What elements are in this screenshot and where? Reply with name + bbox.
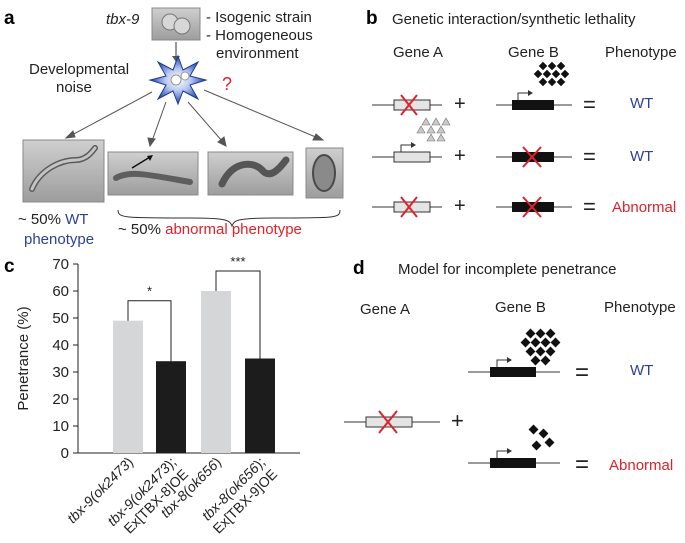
panel-d-gene-b: Gene B (495, 299, 546, 316)
panel-c-label: c (4, 256, 15, 277)
wt-phenotype: phenotype (24, 231, 94, 248)
protein-cluster-small-icon (528, 424, 555, 451)
plus-sign: + (454, 145, 466, 167)
y-tick-label: 50 (52, 310, 69, 327)
panel-b-label: b (366, 8, 378, 29)
pointer-arrow (131, 156, 151, 169)
worm-wt-highlight (30, 146, 97, 191)
panel-d-phenotype: Phenotype (604, 299, 676, 316)
y-tick-label: 0 (61, 445, 69, 462)
d-row-abnormal: = Abnormal (468, 424, 673, 478)
wt-fraction-text: ~ 50% WT (18, 211, 88, 228)
abnormal-fraction-text: ~ 50% abnormal phenotype (118, 221, 302, 238)
bar (113, 320, 143, 453)
significance-bracket (127, 300, 172, 362)
y-tick-label: 30 (52, 364, 69, 381)
embryo-cell (173, 17, 191, 35)
y-axis-label: Penetrance (%) (15, 306, 32, 410)
d-gene-a: + (344, 408, 464, 434)
promoter-arrow-icon (496, 359, 507, 367)
arrowhead (147, 155, 153, 161)
b-row-2-phenotype: WT (630, 148, 653, 165)
wt-percent: ~ 50% (18, 211, 65, 228)
promoter-arrow-icon (400, 144, 411, 152)
panel-b-gene-b: Gene B (508, 44, 559, 61)
gene-b-box (490, 367, 536, 377)
panel-d-gene-a: Gene A (360, 301, 410, 318)
panel-b-phenotype: Phenotype (605, 44, 677, 61)
bar (201, 291, 231, 453)
protein-cluster-icon (520, 328, 561, 366)
y-tick-label: 60 (52, 283, 69, 300)
panel-d-title: Model for incomplete penetrance (398, 261, 616, 278)
gene-b-box (490, 458, 536, 468)
panel-d-label: d (353, 258, 365, 279)
d-row-wt: = WT (468, 328, 653, 386)
promoter-arrow-icon (496, 450, 507, 458)
panel-b-gene-a: Gene A (393, 44, 443, 61)
y-tick-label: 40 (52, 337, 69, 354)
bar (245, 358, 275, 453)
y-tick-label: 20 (52, 391, 69, 408)
dice-icon (170, 74, 182, 86)
worm-abnormal-3 (312, 154, 336, 192)
dice-icon (180, 71, 190, 81)
gene-b-box (512, 100, 554, 110)
abnormal-brace (117, 209, 341, 228)
worm-abnormal-2 (218, 156, 290, 188)
b-row-2: + = WT (372, 117, 653, 169)
promoter-arrow-icon (517, 92, 528, 100)
worm-abnormal-1 (113, 170, 193, 185)
b-row-3-phenotype: Abnormal (612, 199, 676, 216)
protein-cluster-light-icon (416, 117, 451, 142)
note-environment: environment (216, 45, 299, 62)
question-mark: ? (222, 74, 232, 94)
plus-sign: + (451, 408, 464, 433)
y-tick-label: 10 (52, 418, 69, 435)
noise-label-line2: noise (56, 79, 92, 96)
bar (156, 361, 186, 453)
b-row-1: + = WT (372, 61, 653, 117)
equals-sign: = (575, 359, 589, 386)
significance-label: * (147, 284, 152, 299)
equals-sign: = (583, 144, 596, 169)
strain-label: tbx-9 (106, 11, 140, 28)
abnormal-phenotype: abnormal phenotype (165, 221, 302, 238)
note-homogeneous: - Homogeneous (206, 27, 313, 44)
panel-a-label: a (4, 8, 15, 29)
y-tick-label: 70 (52, 256, 69, 273)
noise-arrows (64, 89, 325, 148)
b-row-3: + = Abnormal (372, 194, 676, 219)
panel-b-title: Genetic interaction/synthetic lethality (392, 11, 636, 28)
b-row-1-phenotype: WT (630, 95, 653, 112)
d-row-wt-phenotype: WT (630, 362, 653, 379)
note-isogenic: - Isogenic strain (206, 9, 312, 26)
equals-sign: = (575, 451, 589, 478)
equals-sign: = (583, 92, 596, 117)
plus-sign: + (454, 195, 466, 217)
noise-label-line1: Developmental (29, 61, 129, 78)
wt-word: WT (65, 211, 88, 228)
protein-cluster-icon (533, 61, 570, 87)
d-row-abnormal-phenotype: Abnormal (609, 457, 673, 474)
gene-a-box (393, 151, 431, 163)
equals-sign: = (583, 194, 596, 219)
significance-label: *** (230, 254, 245, 269)
significance-bracket (215, 270, 261, 359)
plus-sign: + (454, 93, 466, 115)
worm-image-abnormal-2 (207, 151, 294, 196)
abnormal-percent: ~ 50% (118, 221, 165, 238)
